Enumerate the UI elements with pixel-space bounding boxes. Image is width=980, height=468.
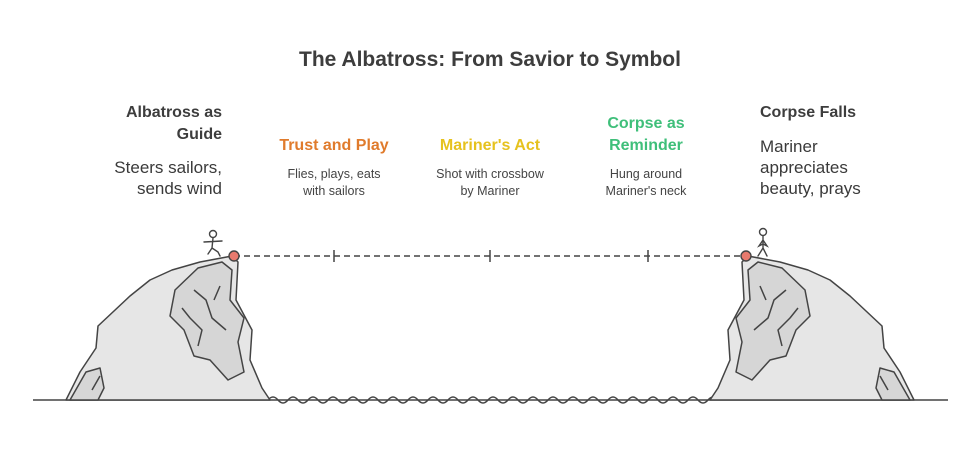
stage-4-title-line: Reminder <box>609 137 683 154</box>
stage-4-desc-line: Hung around <box>609 167 683 181</box>
stage-3-title-line: Mariner's Act <box>439 137 541 154</box>
stage-1-title: Albatross as Guide <box>60 102 222 146</box>
right-cliff <box>709 255 915 401</box>
stage-3-description: Shot with crossbow by Mariner <box>410 166 570 200</box>
left-cliff <box>65 255 271 401</box>
end-point <box>740 250 752 262</box>
person-icon <box>756 227 770 257</box>
stage-3-desc-line: by Mariner <box>460 184 520 198</box>
stage-2-title-line: Trust and Play <box>279 137 389 154</box>
person-icon <box>203 229 223 257</box>
stage-1-desc-line: sends wind <box>136 179 222 198</box>
stage-2-title: Trust and Play <box>254 135 414 157</box>
stage-3-desc-line: Shot with crossbow <box>436 167 544 181</box>
stage-2-desc-line: with sailors <box>303 184 365 198</box>
stage-4-desc-line: Mariner's neck <box>605 184 687 198</box>
stage-5-description: Mariner appreciates beauty, prays <box>760 136 940 199</box>
stage-5-desc-line: Mariner <box>760 137 818 156</box>
stage-3-title: Mariner's Act <box>410 135 570 157</box>
stage-1-title-line: Albatross as <box>125 104 222 121</box>
diagram-title: The Albatross: From Savior to Symbol <box>299 48 681 71</box>
stage-4-title: Corpse as Reminder <box>566 113 726 157</box>
stage-2-desc-line: Flies, plays, eats <box>287 167 381 181</box>
start-point <box>228 250 240 262</box>
water-waves <box>267 396 719 404</box>
stage-5-title: Corpse Falls <box>760 102 940 124</box>
stage-5-title-line: Corpse Falls <box>760 104 857 121</box>
stage-1-title-line: Guide <box>176 126 222 143</box>
stage-5-desc-line: appreciates <box>760 158 848 177</box>
stage-1-desc-line: Steers sailors, <box>114 158 222 177</box>
stage-5-desc-line: beauty, prays <box>760 179 861 198</box>
stage-4-description: Hung around Mariner's neck <box>566 166 726 200</box>
stage-2-description: Flies, plays, eats with sailors <box>254 166 414 200</box>
stage-1-description: Steers sailors, sends wind <box>40 157 222 199</box>
stage-4-title-line: Corpse as <box>607 115 685 132</box>
